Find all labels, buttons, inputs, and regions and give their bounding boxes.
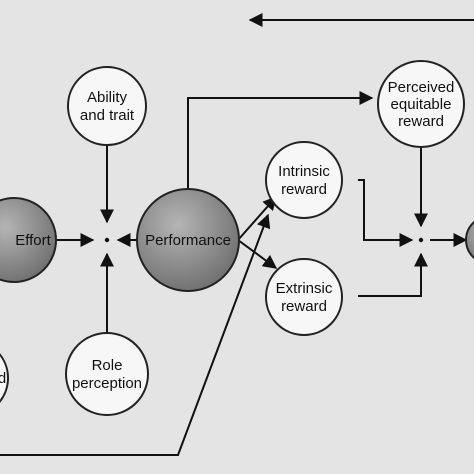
right-partial-node xyxy=(465,220,474,260)
effort-node: Effort xyxy=(0,197,57,283)
svg-text:Performance: Performance xyxy=(145,232,231,249)
performance-to-intrinsic-arrow xyxy=(237,195,277,241)
svg-text:d: d xyxy=(0,370,6,387)
extrinsic-to-junction-arrow xyxy=(358,252,428,297)
role-perception-line-2: perception xyxy=(72,375,142,392)
equity-line-3: reward xyxy=(398,113,444,130)
performance-to-extrinsic-arrow xyxy=(237,239,278,269)
intrinsic-line-1: Intrinsic xyxy=(278,163,330,180)
left-partial-label: d xyxy=(0,370,6,387)
left-junction-dot xyxy=(104,237,110,243)
equity-line-1: Perceived xyxy=(388,79,455,96)
effort-label: Effort xyxy=(15,232,51,249)
extrinsic-line-2: reward xyxy=(281,298,327,315)
performance-label: Performance xyxy=(145,232,231,249)
right-junction-dot xyxy=(418,237,424,243)
performance-to-equity-arrow xyxy=(187,91,374,190)
ability-trait-line-1: Ability xyxy=(87,89,128,106)
svg-text:Effort: Effort xyxy=(15,232,51,249)
extrinsic-line-1: Extrinsic xyxy=(276,280,333,297)
bottom-feedback-arrow xyxy=(0,213,271,456)
intrinsic-line-2: reward xyxy=(281,181,327,198)
equity-line-2: equitable xyxy=(391,96,452,113)
ability-trait-line-2: and trait xyxy=(80,107,135,124)
performance-node: Performance xyxy=(136,188,240,292)
intrinsic-to-junction-arrow xyxy=(358,179,414,247)
role-perception-line-1: Role xyxy=(92,357,123,374)
left-partial-node: d xyxy=(0,353,9,403)
